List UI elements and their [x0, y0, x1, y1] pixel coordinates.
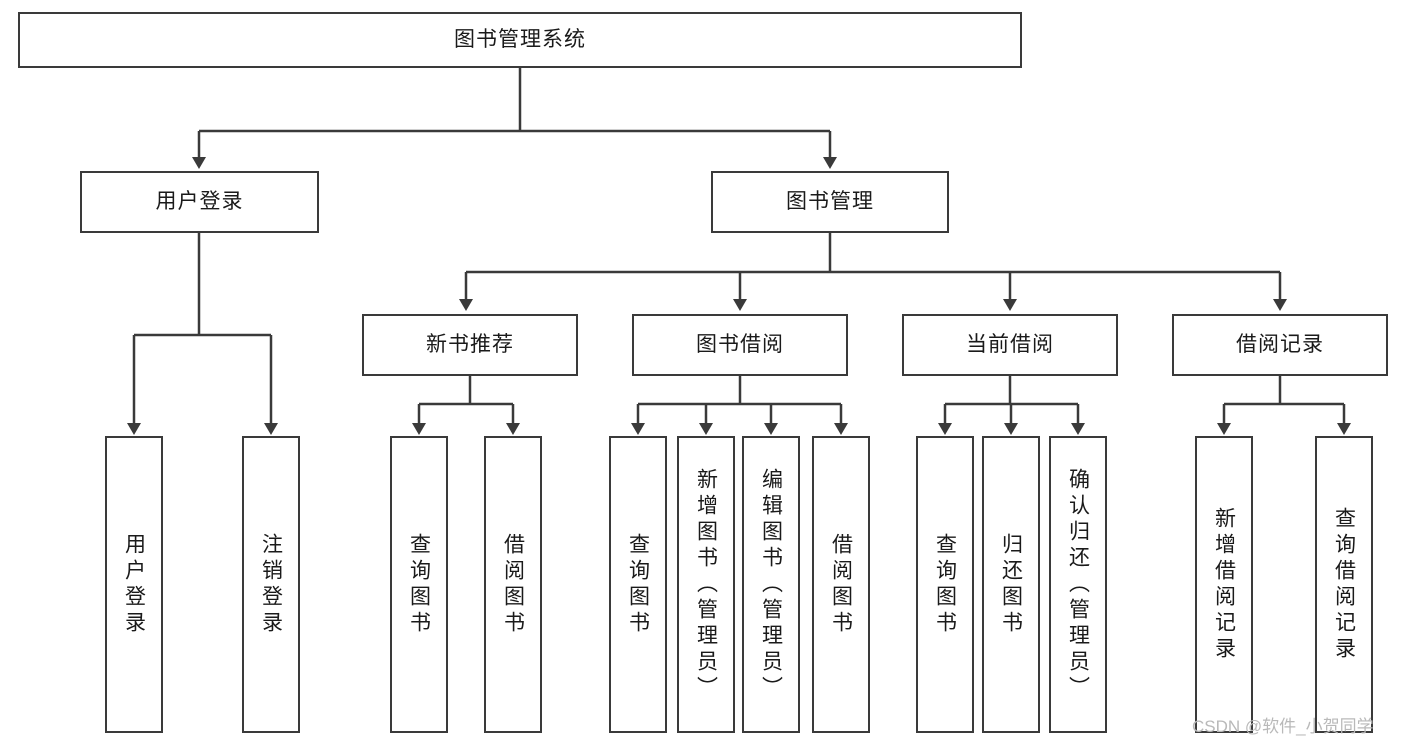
node-leaf-add-book-admin[interactable]: 新增图书（管理员） — [677, 436, 735, 733]
node-leaf-return-book[interactable]: 归还图书 — [982, 436, 1040, 733]
node-label: 确认归还（管理员） — [1066, 467, 1090, 702]
node-label: 查询图书 — [933, 532, 957, 637]
node-label: 图书管理系统 — [454, 27, 586, 51]
node-label: 图书借阅 — [696, 332, 784, 356]
node-label: 当前借阅 — [966, 332, 1054, 356]
node-leaf-add-borrow-record[interactable]: 新增借阅记录 — [1195, 436, 1253, 733]
node-borrow-record[interactable]: 借阅记录 — [1172, 314, 1388, 376]
node-label: 借阅图书 — [829, 532, 853, 637]
node-label: 查询借阅记录 — [1332, 506, 1356, 663]
node-label: 图书管理 — [786, 189, 874, 213]
node-label: 归还图书 — [999, 532, 1023, 637]
node-leaf-user-login[interactable]: 用户登录 — [105, 436, 163, 733]
node-leaf-query-borrow-record[interactable]: 查询借阅记录 — [1315, 436, 1373, 733]
node-label: 借阅图书 — [501, 532, 525, 637]
node-current-borrow[interactable]: 当前借阅 — [902, 314, 1118, 376]
node-leaf-logout[interactable]: 注销登录 — [242, 436, 300, 733]
node-label: 新增图书（管理员） — [694, 467, 718, 702]
node-leaf-query-book-borrow[interactable]: 查询图书 — [609, 436, 667, 733]
node-book-management[interactable]: 图书管理 — [711, 171, 949, 233]
node-new-book-recommend[interactable]: 新书推荐 — [362, 314, 578, 376]
node-root-system[interactable]: 图书管理系统 — [18, 12, 1022, 68]
node-label: 查询图书 — [407, 532, 431, 637]
node-label: 新增借阅记录 — [1212, 506, 1236, 663]
node-label: 新书推荐 — [426, 332, 514, 356]
node-leaf-borrow-book-new[interactable]: 借阅图书 — [484, 436, 542, 733]
node-book-borrow[interactable]: 图书借阅 — [632, 314, 848, 376]
node-label: 编辑图书（管理员） — [759, 467, 783, 702]
node-label: 用户登录 — [122, 532, 146, 637]
node-leaf-query-book-current[interactable]: 查询图书 — [916, 436, 974, 733]
node-label: 用户登录 — [155, 189, 244, 213]
node-label: 借阅记录 — [1236, 332, 1324, 356]
node-leaf-confirm-return-admin[interactable]: 确认归还（管理员） — [1049, 436, 1107, 733]
node-leaf-query-book-new[interactable]: 查询图书 — [390, 436, 448, 733]
node-leaf-edit-book-admin[interactable]: 编辑图书（管理员） — [742, 436, 800, 733]
node-user-login[interactable]: 用户登录 — [80, 171, 319, 233]
node-label: 注销登录 — [259, 532, 283, 637]
node-label: 查询图书 — [626, 532, 650, 637]
node-leaf-borrow-book[interactable]: 借阅图书 — [812, 436, 870, 733]
